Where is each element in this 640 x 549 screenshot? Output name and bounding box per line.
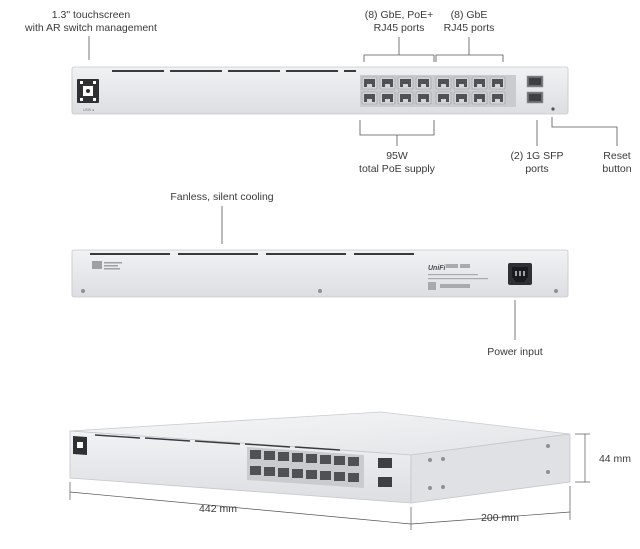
rear-view: UniFi [71,206,569,340]
rear-screws [81,289,558,293]
touchscreen-label-line2: with AR switch management [25,22,157,34]
front-rj45-block [360,75,516,107]
reset-button-label-line1: Reset [603,150,631,162]
power-socket [508,263,532,285]
front-view: USW ● [71,36,618,146]
poe-ports-label-line1: (8) GbE, PoE+ [364,9,434,21]
iso-vents [94,434,341,451]
touchscreen-label-line1: 1.3" touchscreen [51,9,131,21]
iso-rj45-block [247,447,364,488]
iso-side-screws [428,444,550,490]
depth-dimension-label: 200 mm [481,512,519,524]
rear-callouts [221,206,516,340]
power-input-label: Power input [487,346,543,358]
poe-ports-label: (8) GbE, PoE+ RJ45 ports [349,9,449,35]
poe-ports-label-line2: RJ45 ports [373,22,425,34]
reset-button [551,107,555,111]
poe-supply-label-line2: total PoE supply [359,163,435,175]
sfp-ports-label-line2: ports [525,163,549,175]
gbe-ports-label-line1: (8) GbE [450,9,488,21]
width-dimension-label: 442 mm [199,503,237,515]
rear-brand-mark: UniFi [428,265,447,272]
iso-view [69,411,590,530]
poe-supply-label-line1: 95W [386,150,408,162]
reset-button-label: Reset button [592,150,640,176]
sfp-ports-label-line1: (2) 1G SFP [510,150,564,162]
front-vents [112,70,356,72]
touchscreen [77,79,99,103]
touchscreen-label: 1.3" touchscreen with AR switch manageme… [18,9,164,35]
front-callouts [88,36,618,146]
rear-vents [90,253,414,255]
iso-touchscreen [73,436,87,455]
gbe-ports-label: (8) GbE RJ45 ports [429,9,509,35]
gbe-ports-label-line2: RJ45 ports [443,22,495,34]
height-dimension-label: 44 mm [598,453,632,465]
svg-text:USW ●: USW ● [83,108,94,112]
iso-sfp-ports [378,458,392,487]
iso-dimensions [69,433,590,530]
front-sfp-ports [526,75,544,104]
cooling-label: Fanless, silent cooling [170,191,274,203]
iso-side-face [410,433,571,504]
rear-spec-label [428,264,488,290]
sfp-ports-label: (2) 1G SFP ports [497,150,577,176]
rear-label [92,261,122,270]
reset-button-label-line2: button [602,163,632,175]
poe-supply-label: 95W total PoE supply [347,150,447,176]
